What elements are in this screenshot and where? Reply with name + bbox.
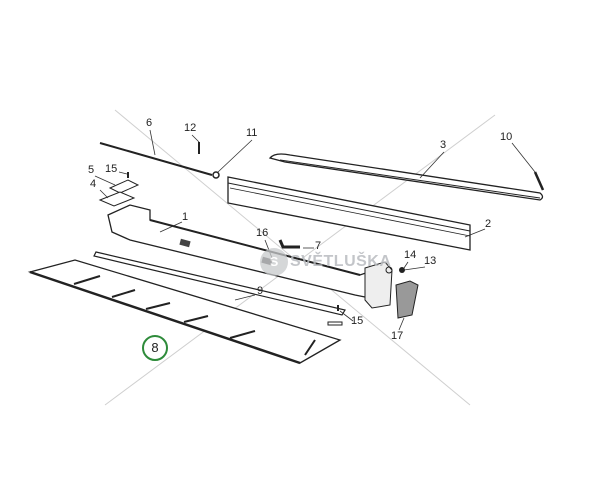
part-5-plate bbox=[108, 179, 140, 194]
label-part-10: 10 bbox=[500, 131, 513, 143]
label-part-15-top: 15 bbox=[105, 163, 118, 175]
bracket bbox=[364, 261, 393, 309]
label-part-11: 11 bbox=[246, 127, 258, 139]
part-7-hook bbox=[278, 239, 300, 249]
part-13-bolt bbox=[399, 267, 405, 273]
watermark-text: SVĚTLUŠKA bbox=[290, 253, 392, 270]
label-part-5: 5 bbox=[88, 164, 95, 176]
part-14-washer bbox=[385, 266, 393, 274]
highlighted-part-8-label: 8 bbox=[142, 335, 168, 361]
label-part-16: 16 bbox=[256, 227, 269, 239]
label-part-3: 3 bbox=[440, 139, 447, 151]
part-11-nut bbox=[212, 171, 220, 179]
label-part-9: 9 bbox=[257, 285, 264, 297]
part-2-profile bbox=[227, 176, 471, 251]
label-part-7: 7 bbox=[315, 240, 322, 252]
leader-lines bbox=[94, 129, 536, 331]
label-part-14: 14 bbox=[404, 249, 417, 261]
label-part-17: 17 bbox=[391, 330, 404, 342]
label-part-13: 13 bbox=[424, 255, 437, 267]
part-10-pin bbox=[533, 171, 545, 191]
label-part-6: 6 bbox=[146, 117, 153, 129]
part-6-rod bbox=[99, 142, 213, 176]
label-part-12: 12 bbox=[184, 122, 197, 134]
part-9-strip bbox=[93, 251, 346, 316]
label-part-1: 1 bbox=[182, 211, 189, 223]
watermark-logo: S bbox=[260, 248, 288, 276]
label-part-15: 15 bbox=[351, 315, 364, 327]
label-part-4: 4 bbox=[90, 178, 97, 190]
part-4-plate bbox=[98, 191, 136, 207]
label-part-2: 2 bbox=[485, 218, 492, 230]
part-17-block bbox=[395, 280, 419, 319]
